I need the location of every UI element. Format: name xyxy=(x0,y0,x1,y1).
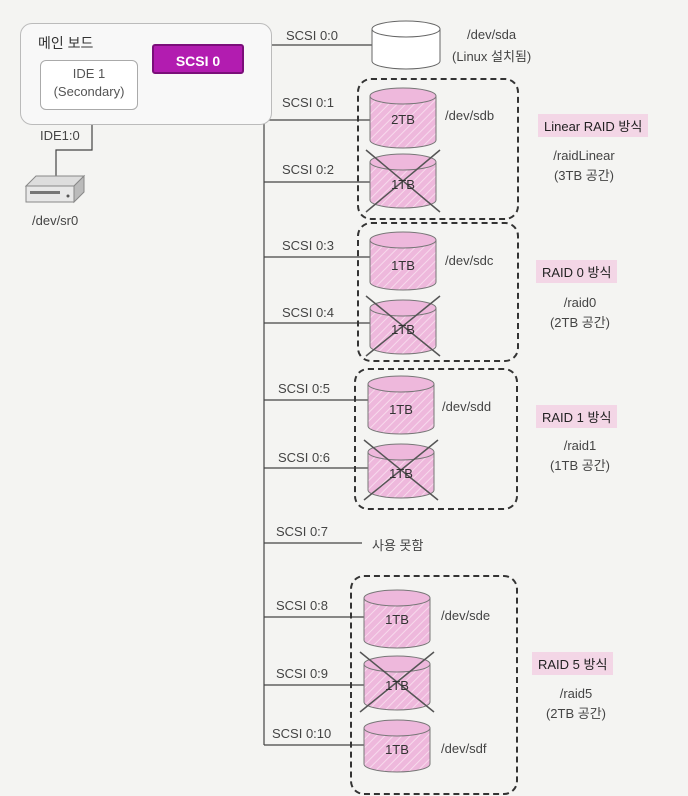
raid5-tag: RAID 5 방식 xyxy=(532,652,614,675)
ide-port-label: IDE1:0 xyxy=(40,128,80,143)
raid1-tag: RAID 1 방식 xyxy=(536,405,618,428)
disk-sde-size: 1TB xyxy=(385,612,409,627)
dev-sde: /dev/sde xyxy=(441,608,491,623)
cdrom-dev-label: /dev/sr0 xyxy=(32,213,79,228)
cdrom-drive-icon xyxy=(24,174,86,204)
raid0-group xyxy=(357,222,519,362)
disk-0-2-size: 1TB xyxy=(391,177,415,192)
raid0-tag: RAID 0 방식 xyxy=(536,260,618,283)
sda-note: (Linux 설치됨) xyxy=(452,49,532,64)
raid5-mount: /raid5 xyxy=(559,686,593,701)
disk-0-6-size: 1TB xyxy=(389,466,413,481)
ide-label: IDE 1 xyxy=(72,66,106,81)
raid0-space: (2TB 공간) xyxy=(549,315,611,330)
dev-sdb: /dev/sdb xyxy=(445,108,495,123)
raid1-group xyxy=(354,368,518,510)
port-scsi-0-10: SCSI 0:10 xyxy=(272,726,332,741)
raid0-mount: /raid0 xyxy=(563,295,597,310)
port-scsi-0-7: SCSI 0:7 xyxy=(276,524,329,539)
ide-secondary-label: (Secondary) xyxy=(53,84,125,99)
linear-raid-tag: Linear RAID 방식 xyxy=(538,114,649,137)
port-scsi-0-2: SCSI 0:2 xyxy=(282,162,335,177)
ide-controller: IDE 1 (Secondary) xyxy=(40,60,138,110)
ide-cable xyxy=(55,104,93,178)
raid1-space: (1TB 공간) xyxy=(549,458,611,473)
port-scsi-0-9: SCSI 0:9 xyxy=(276,666,329,681)
dev-sdc: /dev/sdc xyxy=(445,253,494,268)
disk-sdd-size: 1TB xyxy=(389,402,413,417)
linear-raid-group xyxy=(357,78,519,220)
unused-label: 사용 못함 xyxy=(372,538,424,553)
linear-raid-mount: /raidLinear xyxy=(553,148,615,163)
sda-dev: /dev/sda xyxy=(467,27,517,42)
disk-sdf-size: 1TB xyxy=(385,742,409,757)
disk-sdc-size: 1TB xyxy=(391,258,415,273)
raid5-space: (2TB 공간) xyxy=(545,706,607,721)
disk-sdb-size: 2TB xyxy=(391,112,415,127)
port-scsi-0-1: SCSI 0:1 xyxy=(282,95,335,110)
raid5-info: /raid5 (2TB 공간) xyxy=(516,684,636,724)
raid5-group xyxy=(350,575,518,795)
port-scsi-0-6: SCSI 0:6 xyxy=(278,450,331,465)
scsi-controller: SCSI 0 xyxy=(152,44,244,74)
dev-sdd: /dev/sdd xyxy=(442,399,492,414)
motherboard-title: 메인 보드 xyxy=(38,35,94,51)
linear-raid-space: (3TB 공간) xyxy=(553,168,615,183)
port-scsi-0-4: SCSI 0:4 xyxy=(282,305,335,320)
raid1-mount: /raid1 xyxy=(563,438,597,453)
port-scsi-0-3: SCSI 0:3 xyxy=(282,238,335,253)
dev-sdf: /dev/sdf xyxy=(441,741,487,756)
sda-disk xyxy=(371,20,441,70)
scsi-bus-line xyxy=(244,59,265,745)
port-scsi-0-8: SCSI 0:8 xyxy=(276,598,329,613)
disk-0-4-size: 1TB xyxy=(391,322,415,337)
raid1-info: /raid1 (1TB 공간) xyxy=(520,436,640,476)
raid0-info: /raid0 (2TB 공간) xyxy=(520,293,640,333)
disk-0-9-size: 1TB xyxy=(385,678,409,693)
linear-raid-info: /raidLinear (3TB 공간) xyxy=(524,146,644,186)
port-scsi-0-0: SCSI 0:0 xyxy=(286,28,339,43)
port-scsi-0-5: SCSI 0:5 xyxy=(278,381,331,396)
